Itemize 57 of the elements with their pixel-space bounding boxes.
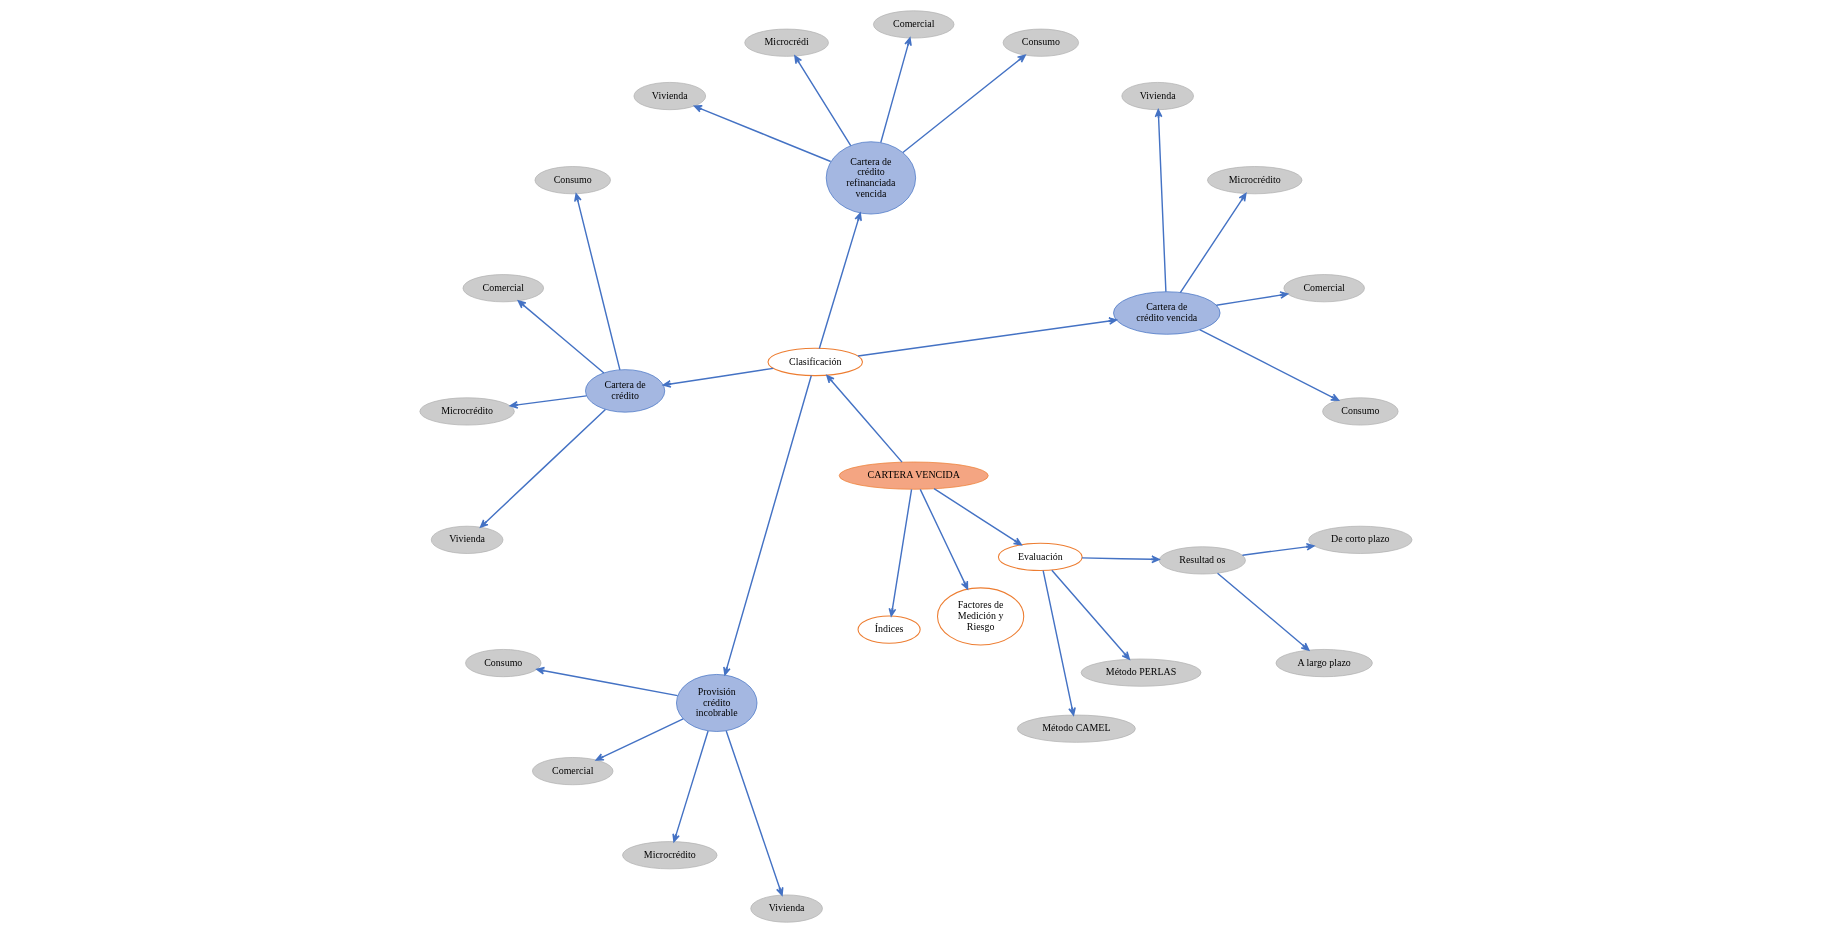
node-ellipse: Vivienda [749,894,823,923]
arrow [573,193,621,371]
node-ellipse: Método CAMEL [1016,714,1136,743]
node-ellipse: Consumo [464,649,541,678]
node-ellipse: A largo plazo [1275,649,1373,678]
arrow [1215,291,1288,306]
arrow [509,395,587,409]
arrow [479,408,606,528]
node-ellipse: Microcrédito [621,841,717,870]
arrow [722,374,812,676]
arrow [1198,329,1339,402]
arrow [932,488,1022,546]
arrow [1050,569,1130,660]
node-ellipse: Resultad os [1158,546,1246,575]
arrow [671,730,709,843]
node-ellipse: Índices [857,615,921,644]
arrow [825,374,903,463]
node-ellipse: Cartera de crédito vencida [1112,291,1220,335]
arrow [1179,192,1247,294]
arrow [1154,109,1167,293]
node-ellipse: Consumo [1321,397,1398,426]
node-ellipse: Comercial [1283,274,1365,303]
node-ellipse: Consumo [1002,28,1079,57]
node-ellipse: Cartera de crédito refinanciada vencida [825,141,916,215]
node-ellipse: Microcrédito [419,397,515,426]
node-ellipse: Factores de Medición y Riesgo [936,587,1024,646]
node-ellipse: Consumo [534,166,611,195]
node-ellipse: Comercial [872,10,954,39]
arrow [517,300,605,374]
node-ellipse: Método PERLAS [1080,658,1201,687]
arrow [901,54,1026,154]
node-ellipse: Comercial [462,274,544,303]
arrow [879,37,912,144]
arrow [595,718,684,761]
node-ellipse: Vivienda [430,525,503,554]
arrow [1041,570,1076,716]
arrow [1080,555,1160,564]
arrow [919,488,968,590]
node-ellipse: Cartera de crédito [584,369,665,413]
arrow [793,55,851,147]
node-ellipse: Comercial [531,757,613,786]
node-ellipse: Microcrédi [743,28,829,57]
node-ellipse: Evaluación [997,542,1083,572]
arrow [856,317,1117,357]
arrow [818,212,862,350]
node-ellipse: Vivienda [1120,82,1194,111]
node-ellipse: CARTERA VENCIDA [838,461,989,490]
node-ellipse: Provisión crédito incobrable [675,674,757,732]
arrow [725,730,783,896]
arrow [1216,572,1309,651]
arrow [1241,542,1315,556]
arrow [535,666,678,697]
arrow [662,367,774,388]
node-ellipse: Clasificación [766,347,863,377]
arrow [888,488,912,617]
node-ellipse: Microcrédito [1206,166,1302,195]
arrow [693,105,831,163]
